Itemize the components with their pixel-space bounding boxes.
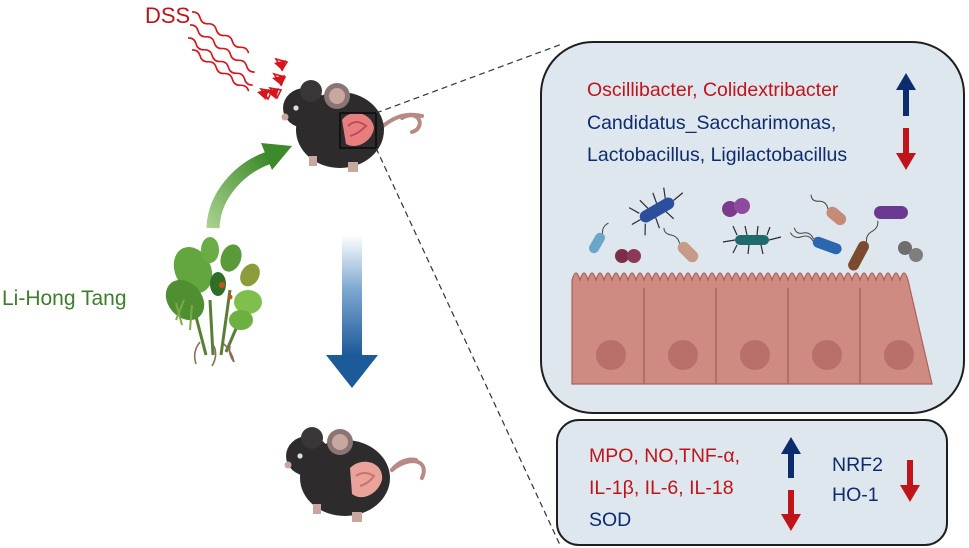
decrease-arrow-icon <box>896 128 916 170</box>
plant-icon <box>165 237 262 367</box>
ho1-label: HO-1 <box>832 484 879 506</box>
bacteria-icon <box>589 187 923 271</box>
bacteria-increased-label: Oscillibacter, Colidextribacter <box>587 79 839 101</box>
markers-panel <box>556 419 948 546</box>
mouse-dss-icon <box>281 80 424 172</box>
nrf2-label: NRF2 <box>832 454 883 476</box>
herbal-treatment-label: Li-Hong Tang <box>2 287 127 310</box>
increase-arrow-icon <box>896 73 916 116</box>
inflammatory-markers-label-1: MPO, NO,TNF-α, <box>589 445 741 467</box>
bacteria-decreased-label-1: Candidatus_Saccharimonas, <box>587 112 837 134</box>
dss-waves-icon <box>187 11 289 101</box>
sod-label: SOD <box>589 509 632 531</box>
inflammatory-markers-label-2: IL-1β, IL-6, IL-18 <box>589 477 734 499</box>
nrf2-down-arrow-icon <box>900 460 920 502</box>
outcome-arrow-icon <box>326 235 378 388</box>
mouse-treated-icon <box>284 427 426 522</box>
markers-up-arrow-icon <box>781 437 801 478</box>
markers-down-arrow-icon <box>781 490 801 531</box>
bacteria-decreased-label-2: Lactobacillus, Ligilactobacillus <box>587 144 848 166</box>
treatment-arrow-icon <box>206 143 292 229</box>
dss-label: DSS <box>145 3 191 28</box>
epithelium-icon <box>571 272 933 385</box>
zoom-callout-lines <box>375 43 563 546</box>
